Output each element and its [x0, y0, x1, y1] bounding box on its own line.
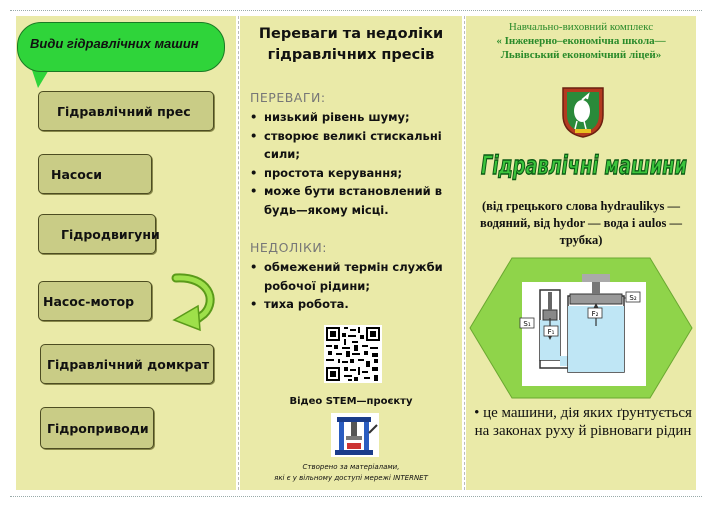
fold-line-1: [238, 16, 239, 490]
school-emblem-icon: [562, 87, 604, 138]
main-title: Гідравлічні машини: [481, 151, 687, 181]
fold-line-2: [464, 16, 465, 490]
type-label: Гідроприводи: [47, 420, 149, 436]
pros-cons-title: Переваги та недоліки гідравлічних пресів: [258, 26, 444, 63]
list-item: створює великі стискальні сили;: [250, 127, 456, 164]
etymology: (від грецького слова hydraulikys — водян…: [480, 199, 682, 247]
type-box-pumps: Насоси: [38, 154, 152, 194]
disadvantages-list: обмежений термін служби робочої рідини; …: [250, 258, 456, 314]
type-label: Насоси: [51, 166, 103, 182]
types-heading: Види гідравлічних машин: [30, 36, 199, 51]
curved-arrow-icon: [171, 273, 215, 332]
page-border-top: [10, 10, 702, 11]
list-item: обмежений термін служби робочої рідини;: [250, 258, 456, 295]
type-box-pump-motor: Насос-мотор: [38, 281, 152, 321]
type-label: Гідравлічний прес: [57, 103, 191, 119]
type-box-motors: Гідродвигуни: [38, 214, 160, 254]
list-item: простота керування;: [250, 164, 456, 183]
main-title-wordart: Гідравлічні машини: [480, 150, 687, 181]
type-box-press: Гідравлічний прес: [38, 91, 214, 131]
credits: Створено за матеріалами, які є у вільном…: [244, 462, 458, 484]
advantages-heading: ПЕРЕВАГИ:: [250, 90, 326, 105]
type-box-drives: Гідроприводи: [40, 407, 154, 449]
list-item: тиха робота.: [250, 295, 456, 314]
hydraulic-press-icon: [331, 413, 379, 457]
credits-line: Створено за матеріалами,: [302, 463, 400, 471]
qr-code-icon[interactable]: [324, 325, 382, 383]
credits-line: які є у вільному доступі мережі INTERNET: [274, 474, 428, 482]
type-box-jack: Гідравлічний домкрат: [40, 344, 214, 384]
label-s2: S₂: [629, 294, 636, 302]
institution-line: « Інженерно–економічна школа—: [496, 35, 666, 47]
list-item: може бути встановлений в будь—якому місц…: [250, 182, 456, 219]
type-label: Насос-мотор: [43, 293, 135, 309]
page-border-bottom: [10, 496, 702, 497]
type-label: Гідравлічний домкрат: [47, 356, 210, 372]
label-f2: F₂: [592, 310, 599, 318]
label-s1: S₁: [523, 320, 530, 328]
advantages-list: низький рівень шуму; створює великі стис…: [250, 108, 456, 219]
definition: • це машини, дія яких ґрунтується на зак…: [474, 405, 692, 439]
institution-line: Львівський економічний ліцей»: [500, 49, 662, 61]
institution-line: Навчально-виховний комплекс: [508, 21, 654, 33]
disadvantages-heading: НЕДОЛІКИ:: [250, 240, 327, 255]
institution-name: Навчально-виховний комплекс « Інженерно–…: [470, 20, 692, 62]
hydraulic-press-diagram: S₁ F₁ F₂ S₂: [469, 257, 693, 399]
type-label: Гідродвигуни: [61, 226, 160, 242]
label-f1: F₁: [548, 328, 555, 336]
video-label: Відео STEM—проєкту: [289, 396, 413, 407]
speech-bubble: [17, 22, 225, 72]
panel-middle: [240, 16, 462, 490]
list-item: низький рівень шуму;: [250, 108, 456, 127]
